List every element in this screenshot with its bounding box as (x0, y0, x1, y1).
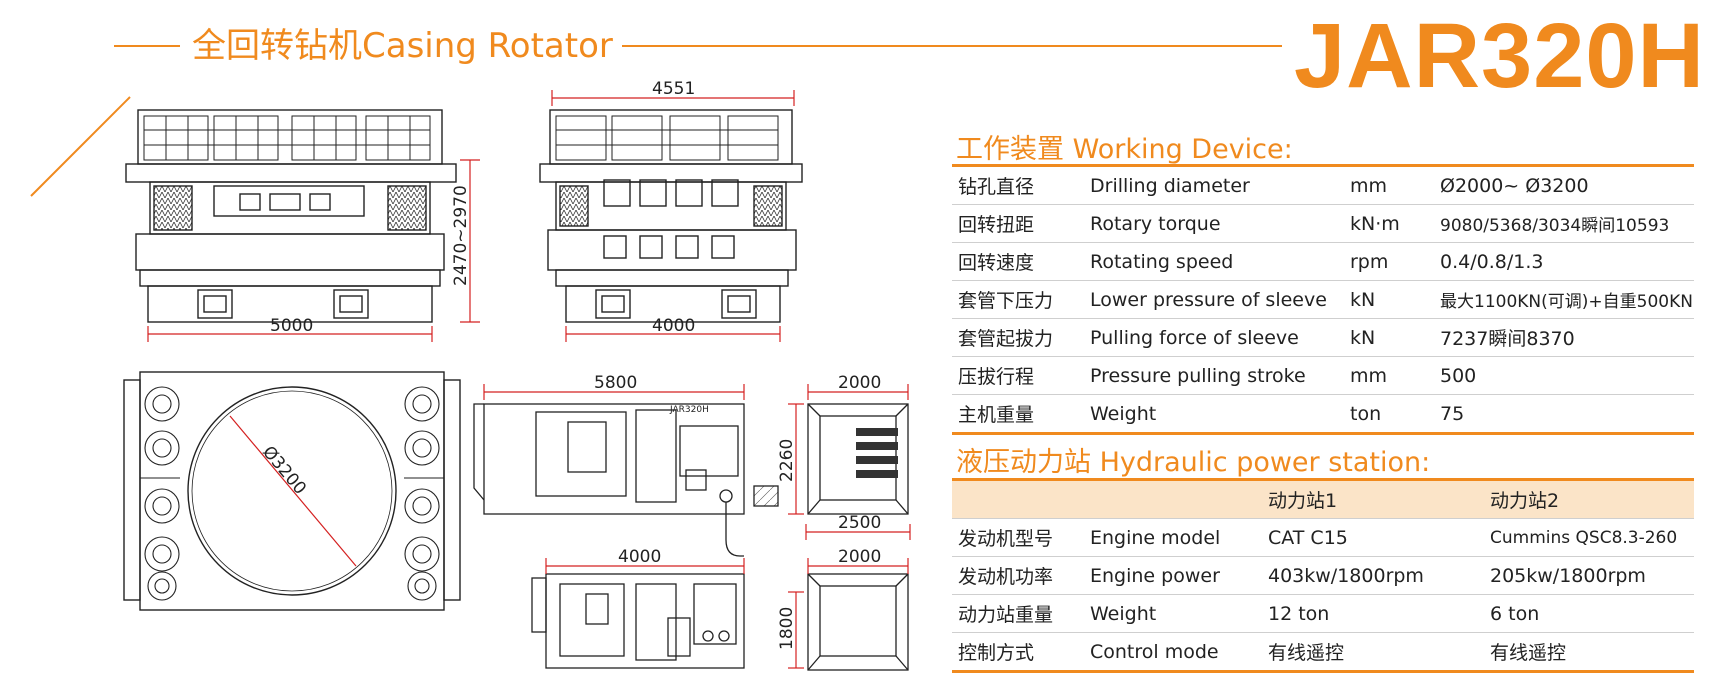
table-row: 动力站重量 Weight 12 ton 6 ton (952, 594, 1694, 633)
table-header-row: 动力站1 动力站2 (952, 478, 1694, 519)
side-bottom-width-dim: 4000 (652, 316, 695, 336)
table-row: 套管起拔力 Pulling force of sleeve kN 7237瞬间8… (952, 318, 1694, 357)
row-cn: 钻孔直径 (952, 164, 1084, 205)
hydraulic-station-table: 动力站1 动力站2 发动机型号 Engine model CAT C15 Cum… (952, 478, 1694, 673)
plan-diameter-line (229, 415, 357, 567)
station1-end-height-dim: 2260 (777, 439, 797, 482)
station1-end-base-dim: 2500 (838, 513, 881, 533)
technical-drawings: 5000 2470~2970 4551 4000 (123, 79, 911, 671)
table-row: 回转速度 Rotating speed rpm 0.4/0.8/1.3 (952, 242, 1694, 281)
row-value: 500 (1434, 356, 1694, 395)
front-height-dim: 2470~2970 (451, 185, 471, 286)
row-cn: 回转扭距 (952, 204, 1084, 243)
row-unit: ton (1344, 394, 1434, 435)
row-en: Engine model (1084, 518, 1262, 557)
station2-end-dims (788, 558, 909, 669)
table-row: 回转扭距 Rotary torque kN·m 9080/5368/3034瞬间… (952, 204, 1694, 243)
station2-length-dim: 4000 (618, 547, 661, 567)
row-station1: 有线遥控 (1262, 632, 1484, 673)
table-row: 控制方式 Control mode 有线遥控 有线遥控 (952, 632, 1694, 673)
row-en: Pressure pulling stroke (1084, 356, 1344, 395)
row-station1: 403kw/1800rpm (1262, 556, 1484, 595)
table-row: 主机重量 Weight ton 75 (952, 394, 1694, 435)
station1-end-dims (788, 384, 911, 540)
row-cn: 回转速度 (952, 242, 1084, 281)
station2-end-height-dim: 1800 (777, 607, 797, 650)
row-cn: 发动机型号 (952, 518, 1084, 557)
row-station2: Cummins QSC8.3-260 (1484, 518, 1694, 557)
station1-label: JAR320H (669, 405, 709, 415)
row-cn: 控制方式 (952, 632, 1084, 673)
front-width-dim: 5000 (270, 316, 313, 336)
power-station-1 (473, 403, 779, 557)
table-row: 压拔行程 Pressure pulling stroke mm 500 (952, 356, 1694, 395)
row-en: Rotary torque (1084, 204, 1344, 243)
row-cn: 套管起拔力 (952, 318, 1084, 357)
front-view-dimensions (147, 159, 480, 342)
row-station2: 有线遥控 (1484, 632, 1694, 673)
station2-length-dim-line (545, 558, 745, 574)
row-value: 0.4/0.8/1.3 (1434, 242, 1694, 281)
header-line-left (114, 45, 180, 47)
row-en: Pulling force of sleeve (1084, 318, 1344, 357)
working-device-title: 工作装置 Working Device: (956, 134, 1293, 165)
model-name: JAR320H (1294, 5, 1705, 107)
row-en: Rotating speed (1084, 242, 1344, 281)
header-cell (952, 478, 1084, 519)
row-value: 最大1100KN(可调)+自重500KN (1434, 280, 1694, 319)
row-unit: kN·m (1344, 204, 1434, 243)
row-unit: mm (1344, 356, 1434, 395)
hydraulic-station-title: 液压动力站 Hydraulic power station: (956, 447, 1431, 478)
table-row: 钻孔直径 Drilling diameter mm Ø2000~ Ø3200 (952, 164, 1694, 205)
row-unit: rpm (1344, 242, 1434, 281)
table-row: 发动机型号 Engine model CAT C15 Cummins QSC8.… (952, 518, 1694, 557)
row-unit: kN (1344, 280, 1434, 319)
row-station1: 12 ton (1262, 594, 1484, 633)
power-station-2 (531, 573, 745, 669)
row-station2: 6 ton (1484, 594, 1694, 633)
row-station1: CAT C15 (1262, 518, 1484, 557)
row-unit: mm (1344, 164, 1434, 205)
working-device-table: 钻孔直径 Drilling diameter mm Ø2000~ Ø3200 回… (952, 164, 1694, 435)
station1-length-dim: 5800 (594, 373, 637, 393)
plan-view (123, 371, 461, 611)
plan-diameter-dim: Ø3200 (258, 442, 310, 498)
row-value: 9080/5368/3034瞬间10593 (1434, 204, 1694, 243)
station2-end-view (807, 573, 909, 671)
row-cn: 套管下压力 (952, 280, 1084, 319)
header-line-right (622, 45, 1282, 47)
row-unit: kN (1344, 318, 1434, 357)
row-value: 75 (1434, 394, 1694, 435)
row-cn: 压拔行程 (952, 356, 1084, 395)
front-view (125, 109, 457, 323)
row-en: Control mode (1084, 632, 1262, 673)
station1-end-width-dim: 2000 (838, 373, 881, 393)
front-railing (137, 109, 443, 165)
table-row: 套管下压力 Lower pressure of sleeve kN 最大1100… (952, 280, 1694, 319)
header-cell-station1: 动力站1 (1262, 478, 1484, 519)
header-title: 全回转钻机Casing Rotator (192, 26, 613, 66)
side-top-width-dim: 4551 (652, 79, 695, 99)
table-row: 发动机功率 Engine power 403kw/1800rpm 205kw/1… (952, 556, 1694, 595)
row-cn: 动力站重量 (952, 594, 1084, 633)
row-en: Weight (1084, 394, 1344, 435)
side-view (539, 109, 803, 323)
header-cell (1084, 478, 1262, 519)
row-en: Drilling diameter (1084, 164, 1344, 205)
station1-length-dim-line (483, 384, 745, 400)
row-en: Weight (1084, 594, 1262, 633)
header-cell-station2: 动力站2 (1484, 478, 1694, 519)
station1-end-view (807, 403, 909, 515)
row-en: Lower pressure of sleeve (1084, 280, 1344, 319)
row-en: Engine power (1084, 556, 1262, 595)
row-value: 7237瞬间8370 (1434, 318, 1694, 357)
side-view-dimensions (551, 90, 795, 342)
row-station2: 205kw/1800rpm (1484, 556, 1694, 595)
row-cn: 主机重量 (952, 394, 1084, 435)
station2-end-width-dim: 2000 (838, 547, 881, 567)
row-value: Ø2000~ Ø3200 (1434, 164, 1694, 205)
row-cn: 发动机功率 (952, 556, 1084, 595)
